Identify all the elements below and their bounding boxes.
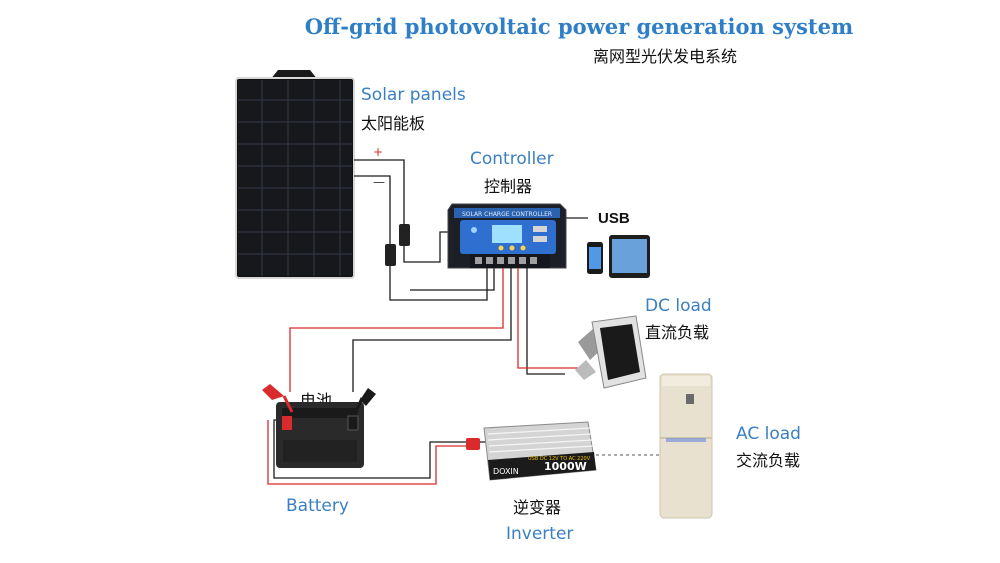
inverter-input-wire-red	[267, 420, 468, 485]
inverter-small-text: USB DC 12V TO AC 220V	[528, 456, 591, 462]
ac-load-label-en: AC load	[736, 424, 801, 444]
pv-input-wire-1	[403, 231, 452, 263]
dc-load-negative-wire	[526, 268, 565, 375]
battery-negative-wire	[352, 268, 512, 392]
pv-input-wire-2	[389, 266, 488, 301]
solar-minus-sign: —	[373, 175, 385, 189]
dc-load-label-cn: 直流负载	[645, 323, 709, 342]
inverter-rating-text: 1000W	[544, 460, 587, 473]
battery-icon	[276, 402, 364, 468]
tablet-icon	[609, 235, 650, 278]
controller-label-en: Controller	[470, 149, 554, 169]
solar-positive-wire	[354, 159, 405, 232]
inverter-label-en: Inverter	[506, 524, 573, 544]
battery-clip-red-icon	[262, 384, 294, 413]
battery-label-en: Battery	[286, 496, 349, 516]
controller-icon: SOLAR CHARGE CONTROLLER	[447, 203, 567, 269]
diagram-title: Off-grid photovoltaic power generation s…	[305, 14, 853, 39]
mc4-connector-icon	[385, 224, 410, 266]
floodlight-icon	[575, 315, 647, 389]
controller-label-cn: 控制器	[484, 177, 532, 196]
refrigerator-icon	[659, 373, 713, 519]
diagram-subtitle: 离网型光伏发电系统	[593, 47, 737, 66]
inverter-label-cn: 逆变器	[513, 498, 561, 517]
controller-panel-text: SOLAR CHARGE CONTROLLER	[462, 211, 552, 218]
solar-label-en: Solar panels	[361, 85, 466, 105]
inverter-icon: DOXIN 1000W USB DC 12V TO AC 220V	[483, 421, 597, 481]
inverter-input-wire-black	[273, 419, 486, 479]
battery-clip-black-icon	[354, 388, 376, 413]
solar-plus-sign: +	[373, 145, 383, 159]
ac-load-label-cn: 交流负载	[736, 451, 800, 470]
solar-panel-icon	[235, 70, 355, 279]
dc-load-positive-wire	[517, 268, 580, 369]
pv-input-wire-3	[410, 268, 495, 291]
inverter-brand-text: DOXIN	[493, 467, 519, 476]
solar-negative-wire	[354, 175, 391, 253]
solar-label-cn: 太阳能板	[361, 114, 425, 133]
smartphone-icon	[587, 242, 603, 274]
inverter-plug-icon	[466, 438, 480, 450]
battery-positive-wire	[289, 268, 504, 392]
dc-load-label-en: DC load	[645, 296, 712, 316]
usb-label: USB	[598, 210, 630, 227]
